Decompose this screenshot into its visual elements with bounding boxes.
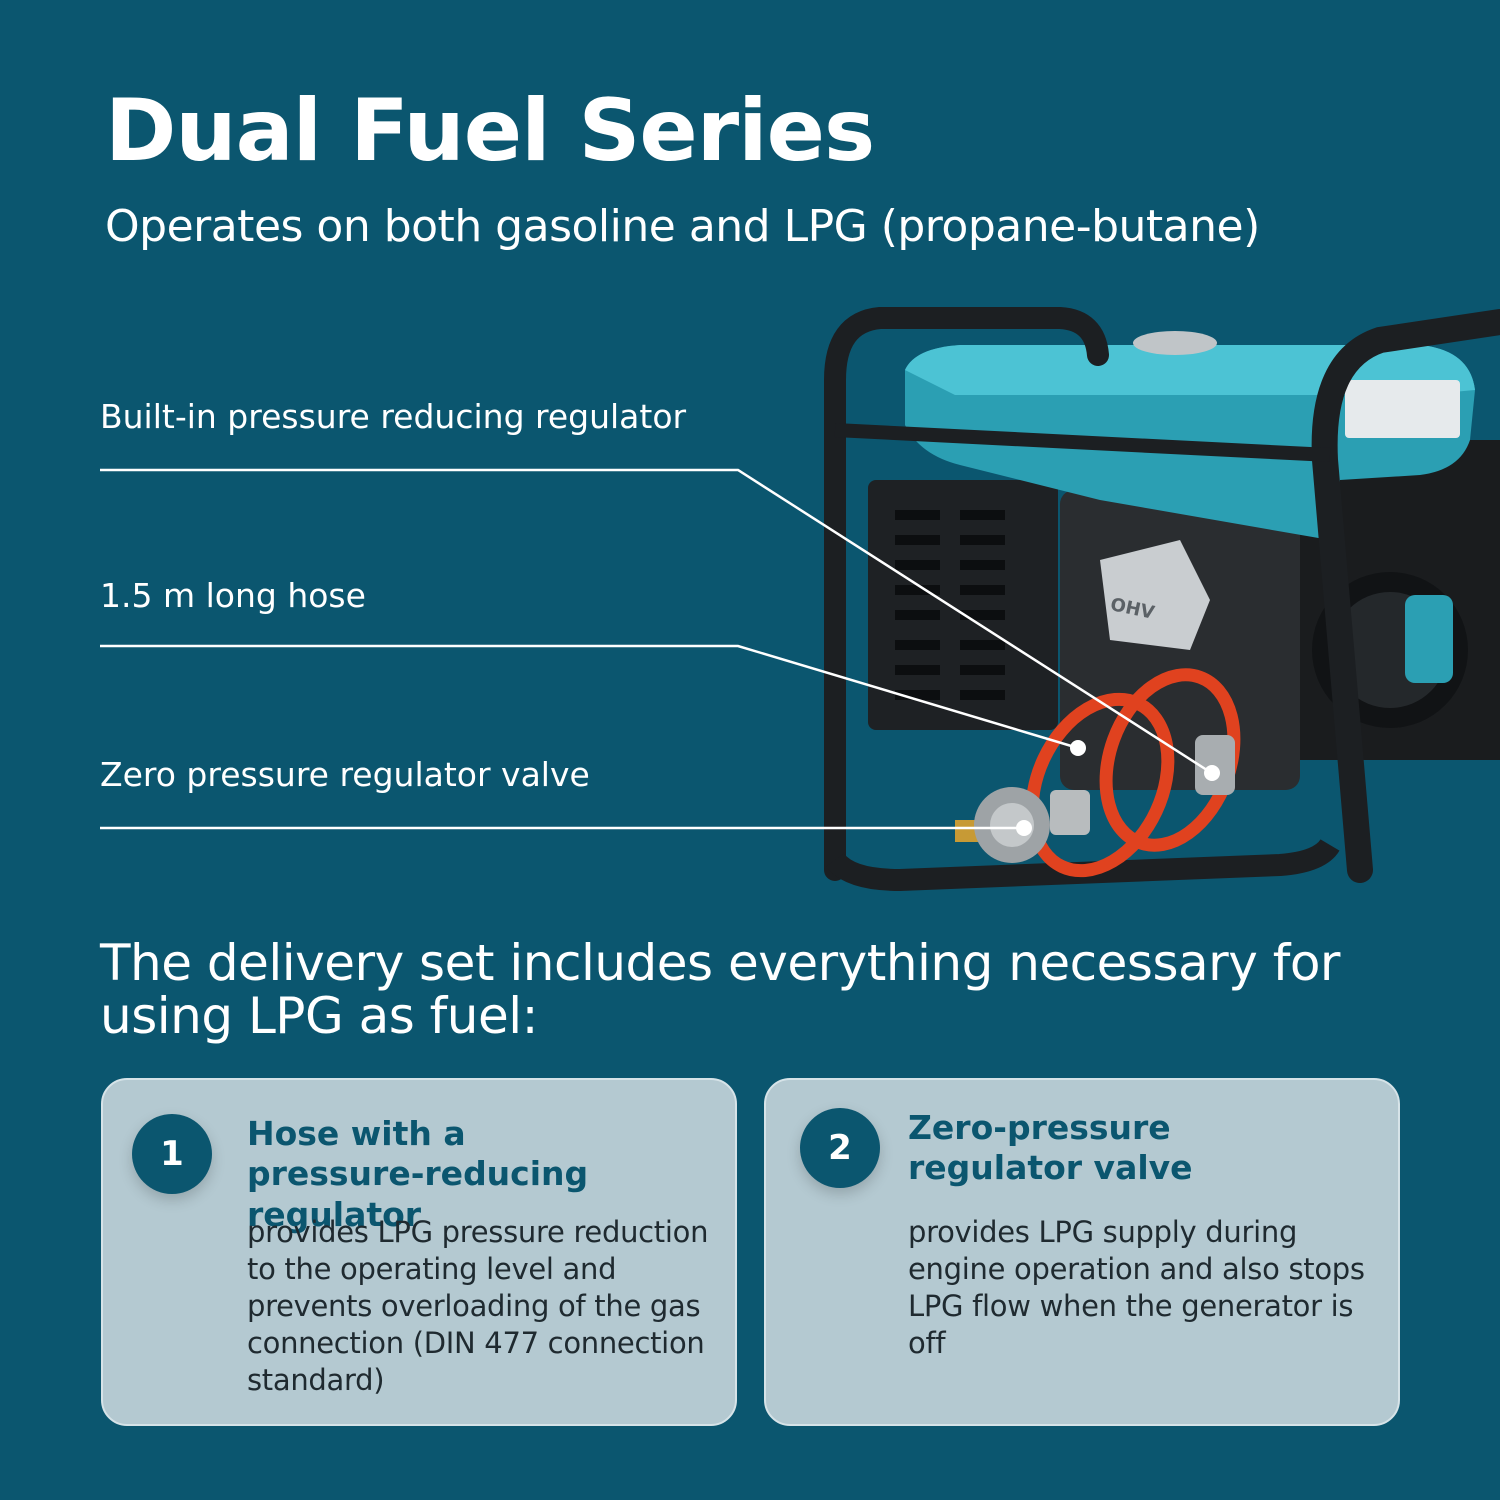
callout-pressure-regulator: Built-in pressure reducing regulator <box>100 397 687 436</box>
callout-dot-valve <box>1016 820 1032 836</box>
callout-hose-length: 1.5 m long hose <box>100 576 366 615</box>
number-badge: 2 <box>800 1108 880 1188</box>
card-title: Hose with a pressure-reducing regulator <box>247 1114 589 1234</box>
page-subtitle: Operates on both gasoline and LPG (propa… <box>105 201 1260 252</box>
callout-dot-hose <box>1070 740 1086 756</box>
callout-zero-pressure-valve: Zero pressure regulator valve <box>100 755 590 794</box>
leader-line-hose <box>100 644 1079 750</box>
callout-dot-regulator <box>1204 765 1220 781</box>
feature-card-valve: 2 Zero-pressure regulator valve provides… <box>764 1078 1400 1426</box>
number-badge: 1 <box>132 1114 212 1194</box>
page-title: Dual Fuel Series <box>105 81 875 181</box>
leader-line-regulator <box>100 468 1211 774</box>
card-description: provides LPG pressure reduction to the o… <box>247 1215 709 1398</box>
generator-product-image: OHV <box>824 307 1500 892</box>
delivery-set-intro: The delivery set includes everything nec… <box>100 934 1340 1045</box>
generator-illustration: OHV <box>100 307 1500 892</box>
card-title: Zero-pressure regulator valve <box>908 1108 1193 1188</box>
feature-card-hose: 1 Hose with a pressure-reducing regulato… <box>101 1078 737 1426</box>
card-description: provides LPG supply during engine operat… <box>908 1215 1365 1361</box>
